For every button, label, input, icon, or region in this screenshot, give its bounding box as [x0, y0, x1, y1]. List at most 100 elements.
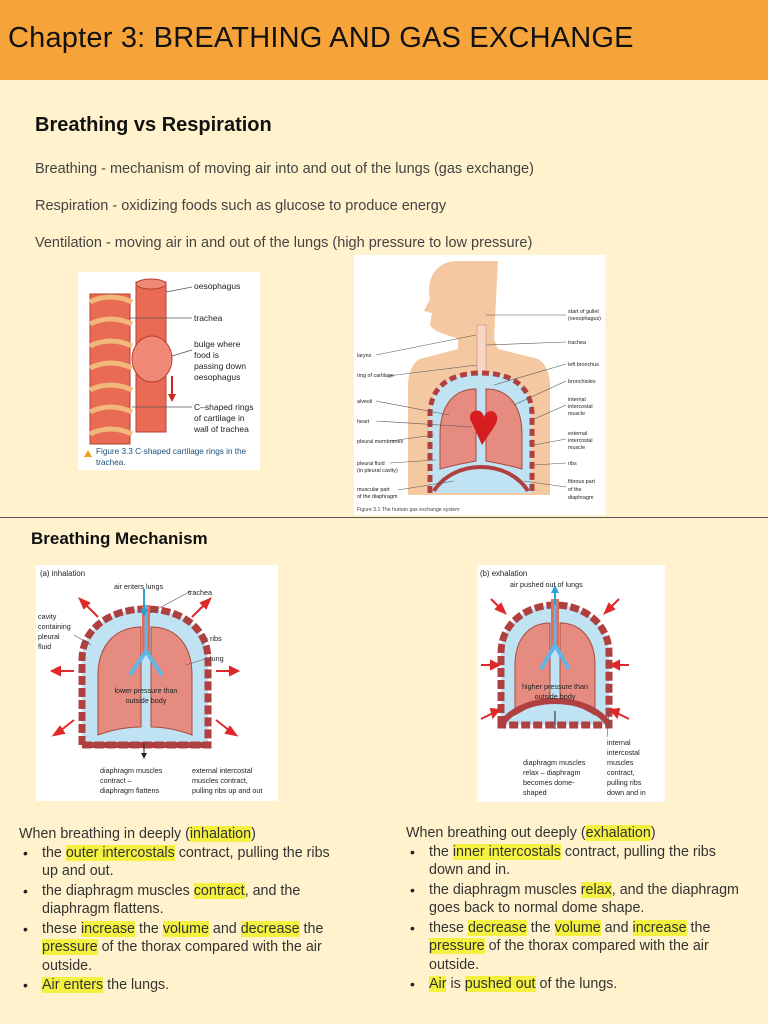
inhalation-lead: When breathing in deeply (inhalation)	[19, 826, 256, 842]
bullet-text: the	[429, 843, 453, 860]
highlighted-term: decrease	[467, 919, 527, 936]
highlighted-term: increase	[632, 919, 687, 936]
label-bronchioles: bronchioles	[568, 379, 596, 385]
bullet-text: the	[299, 920, 324, 937]
label-bulge-4: oesophagus	[194, 372, 240, 382]
definition-respiration: Respiration - oxidizing foods such as gl…	[35, 198, 447, 214]
bullet-text: and	[600, 919, 633, 936]
label-bulge-1: bulge where	[194, 339, 241, 349]
bullet-text: contract, pulling the ribs up and out.	[42, 844, 330, 880]
exhale-bullet-item: Air is pushed out of the lungs.	[406, 975, 746, 994]
figure-gas-exchange-system: larynx ring of cartilage alveoli heart p…	[354, 255, 605, 515]
bullet-text: the	[42, 844, 66, 861]
label-fibrous-2: of the	[568, 487, 582, 493]
highlighted-term: Air	[429, 976, 447, 992]
highlighted-term: pressure	[42, 939, 98, 955]
label-diaphragm-relax-4: shaped	[523, 788, 547, 797]
label-air-pushed-out: air pushed out of lungs	[510, 580, 583, 589]
label-left-bronchus: left bronchus	[568, 362, 599, 368]
label-internal-1: internal	[568, 397, 586, 403]
label-higher-pressure-1: higher pressure than	[522, 682, 588, 691]
bullet-text: , and the diaphragm goes back to normal …	[429, 881, 739, 917]
figure-caption-system: Figure 3.1 The human gas exchange system	[357, 507, 460, 513]
inhale-bullet-item: the outer intercostals contract, pulling…	[19, 844, 349, 881]
label-bulge-3: passing down	[194, 361, 246, 371]
chapter-title: Chapter 3: BREATHING AND GAS EXCHANGE	[8, 22, 634, 54]
exhale-bullet-item: these decrease the volume and increase t…	[406, 919, 746, 975]
label-diaphragm-relax-2: relax – diaphragm	[523, 768, 581, 777]
label-rings-1: C–shaped rings	[194, 402, 254, 412]
bullet-text: and	[208, 920, 241, 937]
bullet-text: , and the diaphragm flattens.	[42, 882, 301, 918]
highlighted-term: pressure	[429, 938, 485, 954]
label-ribs: ribs	[568, 461, 577, 467]
label-cavity-3: pleural	[38, 632, 60, 641]
label-pleural-fluid: pleural fluid	[357, 461, 385, 467]
bullet-text: these	[42, 920, 81, 937]
exhale-bullet-item: the inner intercostals contract, pulling…	[406, 843, 746, 880]
label-heart: heart	[357, 419, 370, 425]
label-fibrous-1: fibrous part	[568, 479, 595, 485]
label-diaphragm-relax-3: becomes dome-	[523, 778, 575, 787]
section-divider	[0, 517, 768, 518]
label-external-2: intercostal	[568, 438, 593, 444]
label-internal-intercostal-1: internal	[607, 738, 631, 747]
trachea-diagram: oesophagus trachea bulge where food is p…	[84, 278, 254, 467]
label-trachea-2: trachea	[568, 340, 586, 346]
figure-caption-line2: trachea.	[96, 458, 126, 467]
exhalation-diagram: (b) exhalation air pushed out of lungs h…	[480, 569, 646, 797]
highlighted-term: Air enters	[42, 977, 104, 993]
label-external-intercostal-2: muscles contract,	[192, 776, 248, 785]
label-lung-inhale: lung	[210, 654, 224, 663]
label-internal-intercostal-4: contract,	[607, 768, 635, 777]
bullet-text: of the thorax compared with the air outs…	[42, 939, 322, 974]
highlighted-term: volume	[554, 919, 601, 936]
inhale-bullet-item: these increase the volume and decrease t…	[19, 920, 349, 976]
label-external-1: external	[568, 431, 587, 437]
highlighted-term: outer intercostals	[65, 844, 175, 861]
inhalation-bullet-list: the outer intercostals contract, pulling…	[19, 844, 349, 995]
exhale-bullet-item: the diaphragm muscles relax, and the dia…	[406, 881, 746, 918]
label-diaphragm-contract-1: diaphragm muscles	[100, 766, 163, 775]
label-oesophagus-2: (oesophagus)	[568, 316, 601, 322]
highlighted-term: pushed out	[464, 976, 536, 992]
figure-inhalation: (a) inhalation	[36, 565, 278, 801]
section-title-breathing-vs-respiration: Breathing vs Respiration	[35, 114, 272, 136]
label-cavity-2: containing	[38, 622, 71, 631]
label-cavity-4: fluid	[38, 642, 51, 651]
highlight-inhalation: inhalation	[189, 826, 252, 842]
caption-triangle-icon	[84, 450, 92, 457]
chapter-header: Chapter 3: BREATHING AND GAS EXCHANGE	[0, 0, 768, 80]
label-start-of-gullet: start of gullet	[568, 309, 599, 315]
inhale-bullet-item: Air enters the lungs.	[19, 976, 349, 995]
label-air-enters-lungs: air enters lungs	[114, 582, 164, 591]
label-external-intercostal-1: external intercostal	[192, 766, 253, 775]
highlighted-term: volume	[162, 920, 209, 937]
exhalation-notes: When breathing out deeply (exhalation) t…	[406, 824, 746, 995]
bullet-text: the	[686, 919, 711, 936]
label-muscular-part: muscular part	[357, 487, 390, 493]
label-pleural-cavity: (in pleural cavity)	[357, 468, 398, 474]
highlighted-term: relax	[580, 881, 612, 898]
bullet-text: the	[526, 919, 555, 936]
label-cavity-1: cavity	[38, 612, 57, 621]
bullet-text: the	[135, 920, 163, 937]
label-ribs-inhale: ribs	[210, 634, 222, 643]
label-trachea-inhale: trachea	[188, 588, 212, 597]
label-internal-intercostal-3: muscles	[607, 758, 634, 767]
highlighted-term: inner intercostals	[452, 843, 561, 860]
gas-exchange-diagram: larynx ring of cartilage alveoli heart p…	[357, 261, 601, 513]
label-internal-2: intercostal	[568, 404, 593, 410]
bullet-text: the diaphragm muscles	[429, 881, 581, 898]
label-ring-of-cartilage: ring of cartilage	[357, 373, 394, 379]
exhalation-title: (b) exhalation	[480, 569, 527, 578]
figure-trachea-cartilage-rings: oesophagus trachea bulge where food is p…	[78, 272, 260, 470]
bullet-text: these	[429, 919, 468, 936]
inhale-bullet-item: the diaphragm muscles contract, and the …	[19, 882, 349, 919]
label-diaphragm-relax-1: diaphragm muscles	[523, 758, 586, 767]
label-larynx: larynx	[357, 353, 372, 359]
label-diaphragm-contract-3: diaphragm flattens	[100, 786, 160, 795]
bullet-text: is	[446, 976, 465, 992]
highlighted-term: contract	[193, 882, 245, 899]
label-bulge-2: food is	[194, 350, 219, 360]
